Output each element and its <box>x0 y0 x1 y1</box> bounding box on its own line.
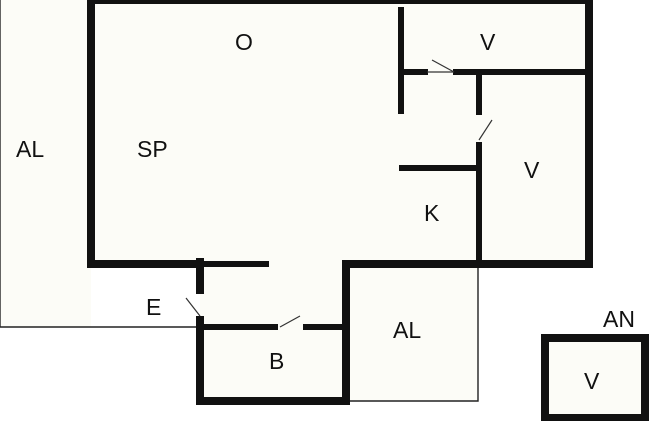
main-walls <box>87 0 593 405</box>
thin-wall-al-bottom <box>346 264 479 402</box>
label-al-bottom: AL <box>393 317 421 343</box>
label-an: AN <box>603 306 635 332</box>
thin-wall-al-left <box>0 0 200 328</box>
annex-walls <box>541 334 649 421</box>
room-annex <box>545 338 645 418</box>
label-e: E <box>146 294 161 320</box>
label-al-left: AL <box>16 136 44 162</box>
doors <box>185 59 493 328</box>
room-main <box>91 0 589 264</box>
label-v-annex: V <box>584 368 600 394</box>
door-v-right <box>478 119 493 141</box>
room-al-left <box>0 0 91 327</box>
label-k: K <box>424 200 440 226</box>
label-b: B <box>269 348 284 374</box>
door-v-top <box>431 59 455 73</box>
room-labels: O V AL SP V K E AL B AN V <box>16 29 635 394</box>
thin-walls <box>0 0 479 402</box>
room-al-bottom <box>346 264 478 401</box>
wall-main-outline <box>87 0 204 268</box>
label-v-right: V <box>524 157 540 183</box>
label-o: O <box>235 29 253 55</box>
door-bathroom <box>279 315 301 328</box>
label-sp: SP <box>137 136 168 162</box>
room-hall <box>200 264 346 401</box>
label-v-top: V <box>480 29 496 55</box>
door-entrance <box>185 297 201 317</box>
